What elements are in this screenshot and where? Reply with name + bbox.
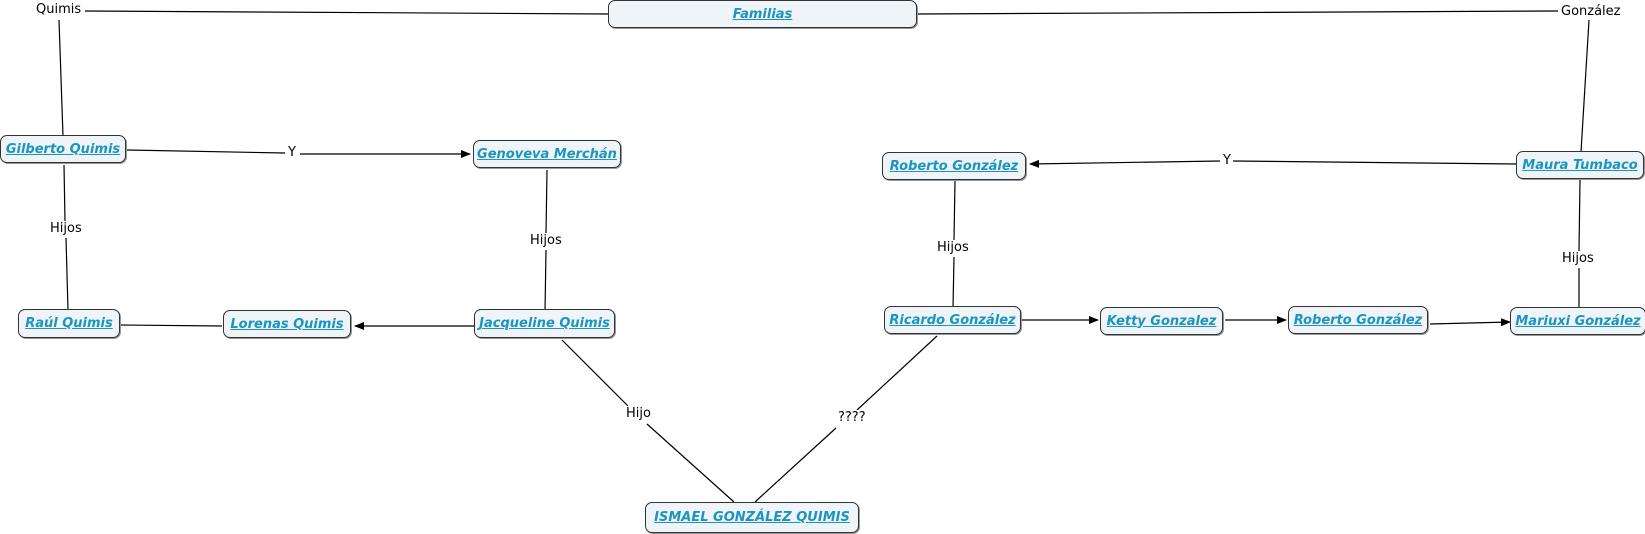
- node-mariuxi-gonzalez[interactable]: Mariuxi González: [1510, 307, 1645, 335]
- connector-genoveva-hijos: [545, 169, 548, 235]
- connector-familias-quimis: [84, 10, 609, 15]
- node-roberto-gonzalez-son[interactable]: Roberto González: [1288, 306, 1428, 334]
- label-hijos-gilberto: Hijos: [48, 221, 84, 237]
- node-genoveva-merchan[interactable]: Genoveva Merchán: [473, 140, 621, 168]
- connector-gilberto-hijos: [63, 164, 66, 223]
- label-hijos-genoveva: Hijos: [528, 233, 564, 249]
- label-hijos-roberto: Hijos: [935, 240, 971, 256]
- node-ketty-gonzalez[interactable]: Ketty Gonzalez: [1100, 307, 1223, 335]
- label-y-right: Y: [1221, 153, 1233, 169]
- connector-ricardo-unknown: [856, 335, 938, 411]
- node-lorenas-quimis[interactable]: Lorenas Quimis: [223, 310, 351, 338]
- connector-hijos-jacqueline: [544, 249, 547, 313]
- label-hijos-maura: Hijos: [1560, 251, 1596, 267]
- connector-quimis-gilberto: [58, 19, 64, 137]
- connector-roberto2-mariuxi: [1429, 318, 1511, 327]
- label-hijo: Hijo: [624, 406, 653, 422]
- connector-hijos-ricardo: [952, 256, 955, 309]
- connector-gonzalez-maura: [1580, 19, 1590, 153]
- connector-hijo-ismael: [646, 423, 735, 503]
- connector-familias-gonzalez: [915, 10, 1559, 15]
- node-ricardo-gonzalez[interactable]: Ricardo González: [884, 306, 1021, 334]
- connector-y-roberto: [1029, 159, 1221, 168]
- node-maura-tumbaco[interactable]: Maura Tumbaco: [1516, 151, 1644, 179]
- node-gilberto-quimis[interactable]: Gilberto Quimis: [0, 135, 126, 163]
- label-y-left: Y: [286, 145, 298, 161]
- node-roberto-gonzalez-father[interactable]: Roberto González: [882, 152, 1026, 180]
- node-jacqueline-quimis[interactable]: Jacqueline Quimis: [474, 309, 615, 338]
- connector-hijos-raul: [65, 237, 69, 311]
- label-gonzalez: González: [1559, 4, 1623, 20]
- node-raul-quimis[interactable]: Raúl Quimis: [18, 309, 120, 338]
- label-quimis: Quimis: [34, 2, 84, 18]
- connector-maura-y: [1231, 160, 1517, 165]
- node-familias[interactable]: Familias: [608, 0, 917, 28]
- label-unknown: ????: [836, 410, 868, 426]
- connector-raul-lorenas: [120, 324, 223, 327]
- connector-roberto-hijos: [953, 180, 956, 241]
- connector-unknown-ismael: [754, 427, 837, 503]
- node-ismael-gonzalez-quimis[interactable]: ISMAEL GONZÁLEZ QUIMIS: [645, 502, 859, 533]
- connector-jacqueline-hijo: [561, 339, 629, 407]
- connector-gilberto-y: [125, 149, 286, 154]
- connector-maura-hijos: [1578, 179, 1581, 252]
